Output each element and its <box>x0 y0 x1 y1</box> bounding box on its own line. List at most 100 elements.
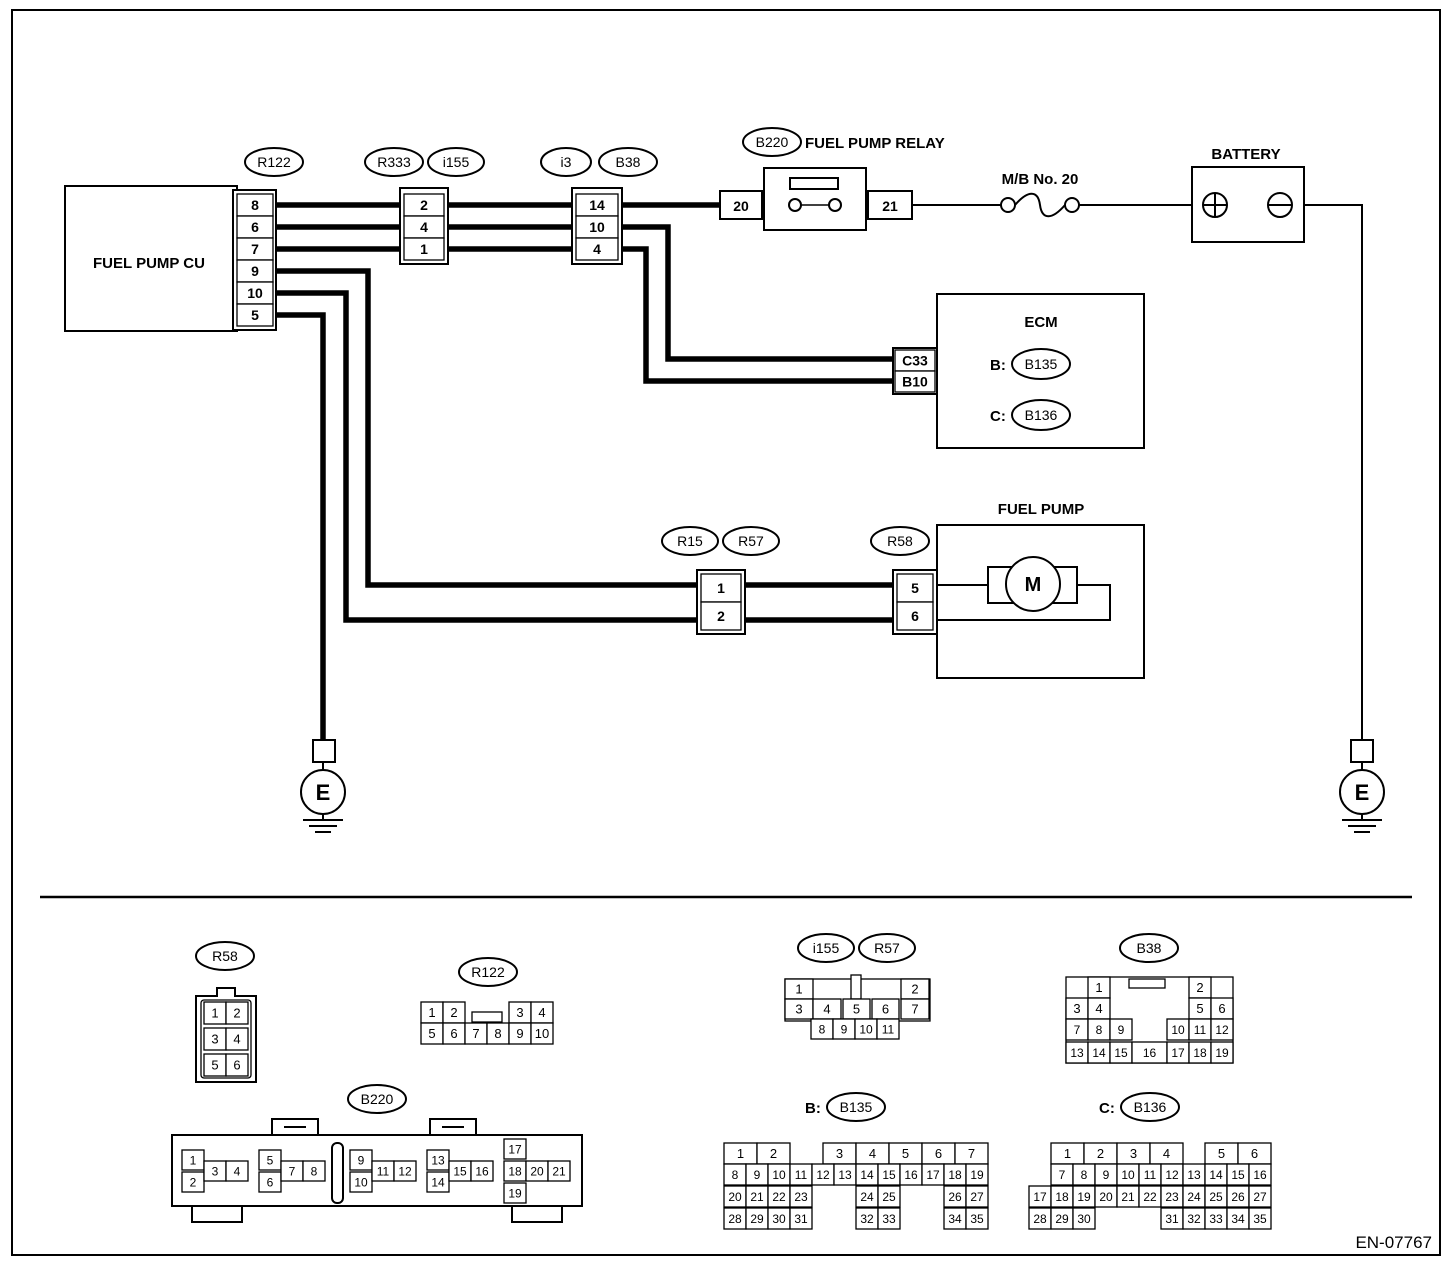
face-pin: 14 <box>855 1163 879 1186</box>
face-pin: 9 <box>349 1149 373 1171</box>
face-pin: 32 <box>855 1207 879 1230</box>
svg-text:21: 21 <box>1121 1190 1135 1204</box>
face-pin: 14 <box>1204 1163 1228 1186</box>
face-pin: 1 <box>784 978 814 1000</box>
face-pin: 31 <box>1160 1207 1184 1230</box>
svg-text:8: 8 <box>494 1026 501 1041</box>
wire-7-4 <box>276 246 893 384</box>
face-pin: 21 <box>547 1160 571 1182</box>
connector-pin: 6 <box>896 601 934 631</box>
svg-text:i3: i3 <box>561 154 572 170</box>
svg-text:B10: B10 <box>902 374 928 390</box>
r333-connector: 241 <box>399 187 449 265</box>
ground-icon: E <box>1339 739 1385 833</box>
connector-pin: 10 <box>575 215 619 239</box>
svg-text:18: 18 <box>508 1164 522 1178</box>
svg-text:4: 4 <box>869 1146 876 1161</box>
face-pin: 2 <box>181 1171 205 1193</box>
svg-text:20: 20 <box>728 1190 742 1204</box>
svg-text:10: 10 <box>859 1022 873 1036</box>
svg-text:4: 4 <box>234 1164 241 1178</box>
connector-pin: 8 <box>236 193 274 217</box>
face-pin: 10 <box>767 1163 791 1186</box>
svg-text:R57: R57 <box>874 940 900 956</box>
connector-pin: 7 <box>236 237 274 261</box>
face-pin: 16 <box>470 1160 494 1182</box>
svg-text:B220: B220 <box>756 134 789 150</box>
face-pin: 8 <box>723 1163 747 1186</box>
face-pin: 20 <box>525 1160 549 1182</box>
b38-badge: B38 <box>598 147 658 177</box>
face-pin: 9 <box>832 1018 856 1040</box>
face-pin: 7 <box>954 1142 989 1165</box>
plus-terminal-icon <box>1202 192 1228 218</box>
face-pin: 18 <box>503 1160 527 1182</box>
face-b220-badge: B220 <box>347 1084 407 1114</box>
face-pin: 29 <box>1050 1207 1074 1230</box>
face-pin: 4 <box>225 1160 249 1182</box>
face-pin: 3 <box>1116 1142 1151 1165</box>
wire-5-ground <box>276 312 326 740</box>
r15-badge: R15 <box>661 526 719 556</box>
face-pin: 31 <box>789 1207 813 1230</box>
svg-text:5: 5 <box>902 1146 909 1161</box>
face-pin: 9 <box>1094 1163 1118 1186</box>
svg-text:2: 2 <box>450 1005 457 1020</box>
svg-text:15: 15 <box>882 1168 896 1182</box>
face-pin: 4 <box>855 1142 890 1165</box>
face-pin: 13 <box>1182 1163 1206 1186</box>
svg-text:31: 31 <box>1165 1212 1179 1226</box>
face-pin: 10 <box>854 1018 878 1040</box>
svg-text:21: 21 <box>552 1164 566 1178</box>
svg-text:1: 1 <box>737 1146 744 1161</box>
connector-pin: 1 <box>403 237 445 261</box>
face-pin: 17 <box>503 1138 527 1160</box>
svg-text:10: 10 <box>247 285 263 301</box>
face-pin: 6 <box>1237 1142 1272 1165</box>
svg-text:B38: B38 <box>616 154 641 170</box>
face-pin: 5 <box>1188 997 1212 1020</box>
face-b135-badge: B135 <box>826 1092 886 1122</box>
svg-text:9: 9 <box>251 263 259 279</box>
face-pin: 1 <box>1050 1142 1085 1165</box>
svg-text:i155: i155 <box>813 940 840 956</box>
connector-pin: 5 <box>236 303 274 327</box>
face-pin: 5 <box>888 1142 923 1165</box>
svg-text:11: 11 <box>377 1164 390 1178</box>
svg-text:2: 2 <box>420 197 428 213</box>
svg-text:12: 12 <box>398 1164 412 1178</box>
svg-text:5: 5 <box>267 1153 274 1167</box>
svg-text:14: 14 <box>589 197 605 213</box>
svg-text:9: 9 <box>841 1022 848 1036</box>
svg-text:19: 19 <box>508 1186 522 1200</box>
svg-text:22: 22 <box>1143 1190 1157 1204</box>
face-pin: 10 <box>1166 1018 1190 1041</box>
svg-text:1: 1 <box>211 1006 218 1021</box>
face-pin: 2 <box>225 1001 249 1025</box>
fuse-icon <box>1000 192 1080 218</box>
svg-text:4: 4 <box>823 1002 830 1017</box>
svg-text:16: 16 <box>904 1168 918 1182</box>
face-pin: 27 <box>965 1185 989 1208</box>
svg-text:5: 5 <box>1218 1146 1225 1161</box>
face-pin: 4 <box>225 1027 249 1051</box>
face-pin: 4 <box>1149 1142 1184 1165</box>
svg-text:4: 4 <box>1095 1001 1102 1016</box>
wire-6-10 <box>276 224 893 362</box>
face-pin: 2 <box>442 1001 466 1024</box>
face-pin: 8 <box>1072 1163 1096 1186</box>
face-pin: 1 <box>723 1142 758 1165</box>
svg-text:11: 11 <box>882 1022 895 1036</box>
svg-text:1: 1 <box>1095 980 1102 995</box>
face-pin: 17 <box>1166 1041 1190 1064</box>
svg-text:i155: i155 <box>443 154 470 170</box>
r333-badge: R333 <box>364 147 424 177</box>
wire-battery-ground <box>1300 204 1363 740</box>
svg-text:3: 3 <box>516 1005 523 1020</box>
face-pin: 28 <box>1028 1207 1052 1230</box>
face-pin: 13 <box>426 1149 450 1171</box>
